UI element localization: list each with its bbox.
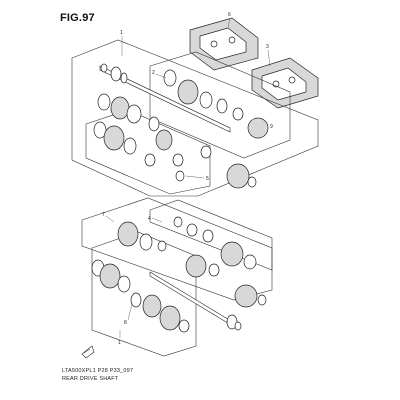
bracket-upper	[189, 17, 259, 71]
callout-7: 7	[102, 212, 105, 218]
callout-4: 4	[148, 216, 151, 222]
callout-5: 5	[206, 176, 209, 182]
callout-6: 6	[228, 12, 231, 18]
callout-1-lower: 1	[118, 340, 121, 346]
lower-drive-shaft	[149, 271, 242, 331]
callout-8: 8	[124, 320, 127, 326]
upper-left-parts	[93, 93, 184, 167]
figure-caption: REAR DRIVE SHAFT	[62, 376, 119, 382]
callout-2: 2	[152, 70, 155, 76]
figure-label: FIG.97	[60, 12, 95, 24]
lower-left-parts	[91, 221, 190, 333]
callout-1-upper: 1	[120, 30, 123, 36]
callout-9: 9	[270, 124, 273, 130]
leader-lines	[105, 17, 271, 338]
figure-code: LTA500XPL1 P28 P33_097	[62, 368, 134, 374]
callout-3: 3	[266, 44, 269, 50]
upper-drive-shaft	[99, 63, 231, 133]
upper-right-parts	[163, 69, 269, 189]
front-arrow-icon	[81, 345, 95, 359]
lower-right-parts	[173, 216, 267, 308]
bracket-lower	[251, 57, 319, 109]
